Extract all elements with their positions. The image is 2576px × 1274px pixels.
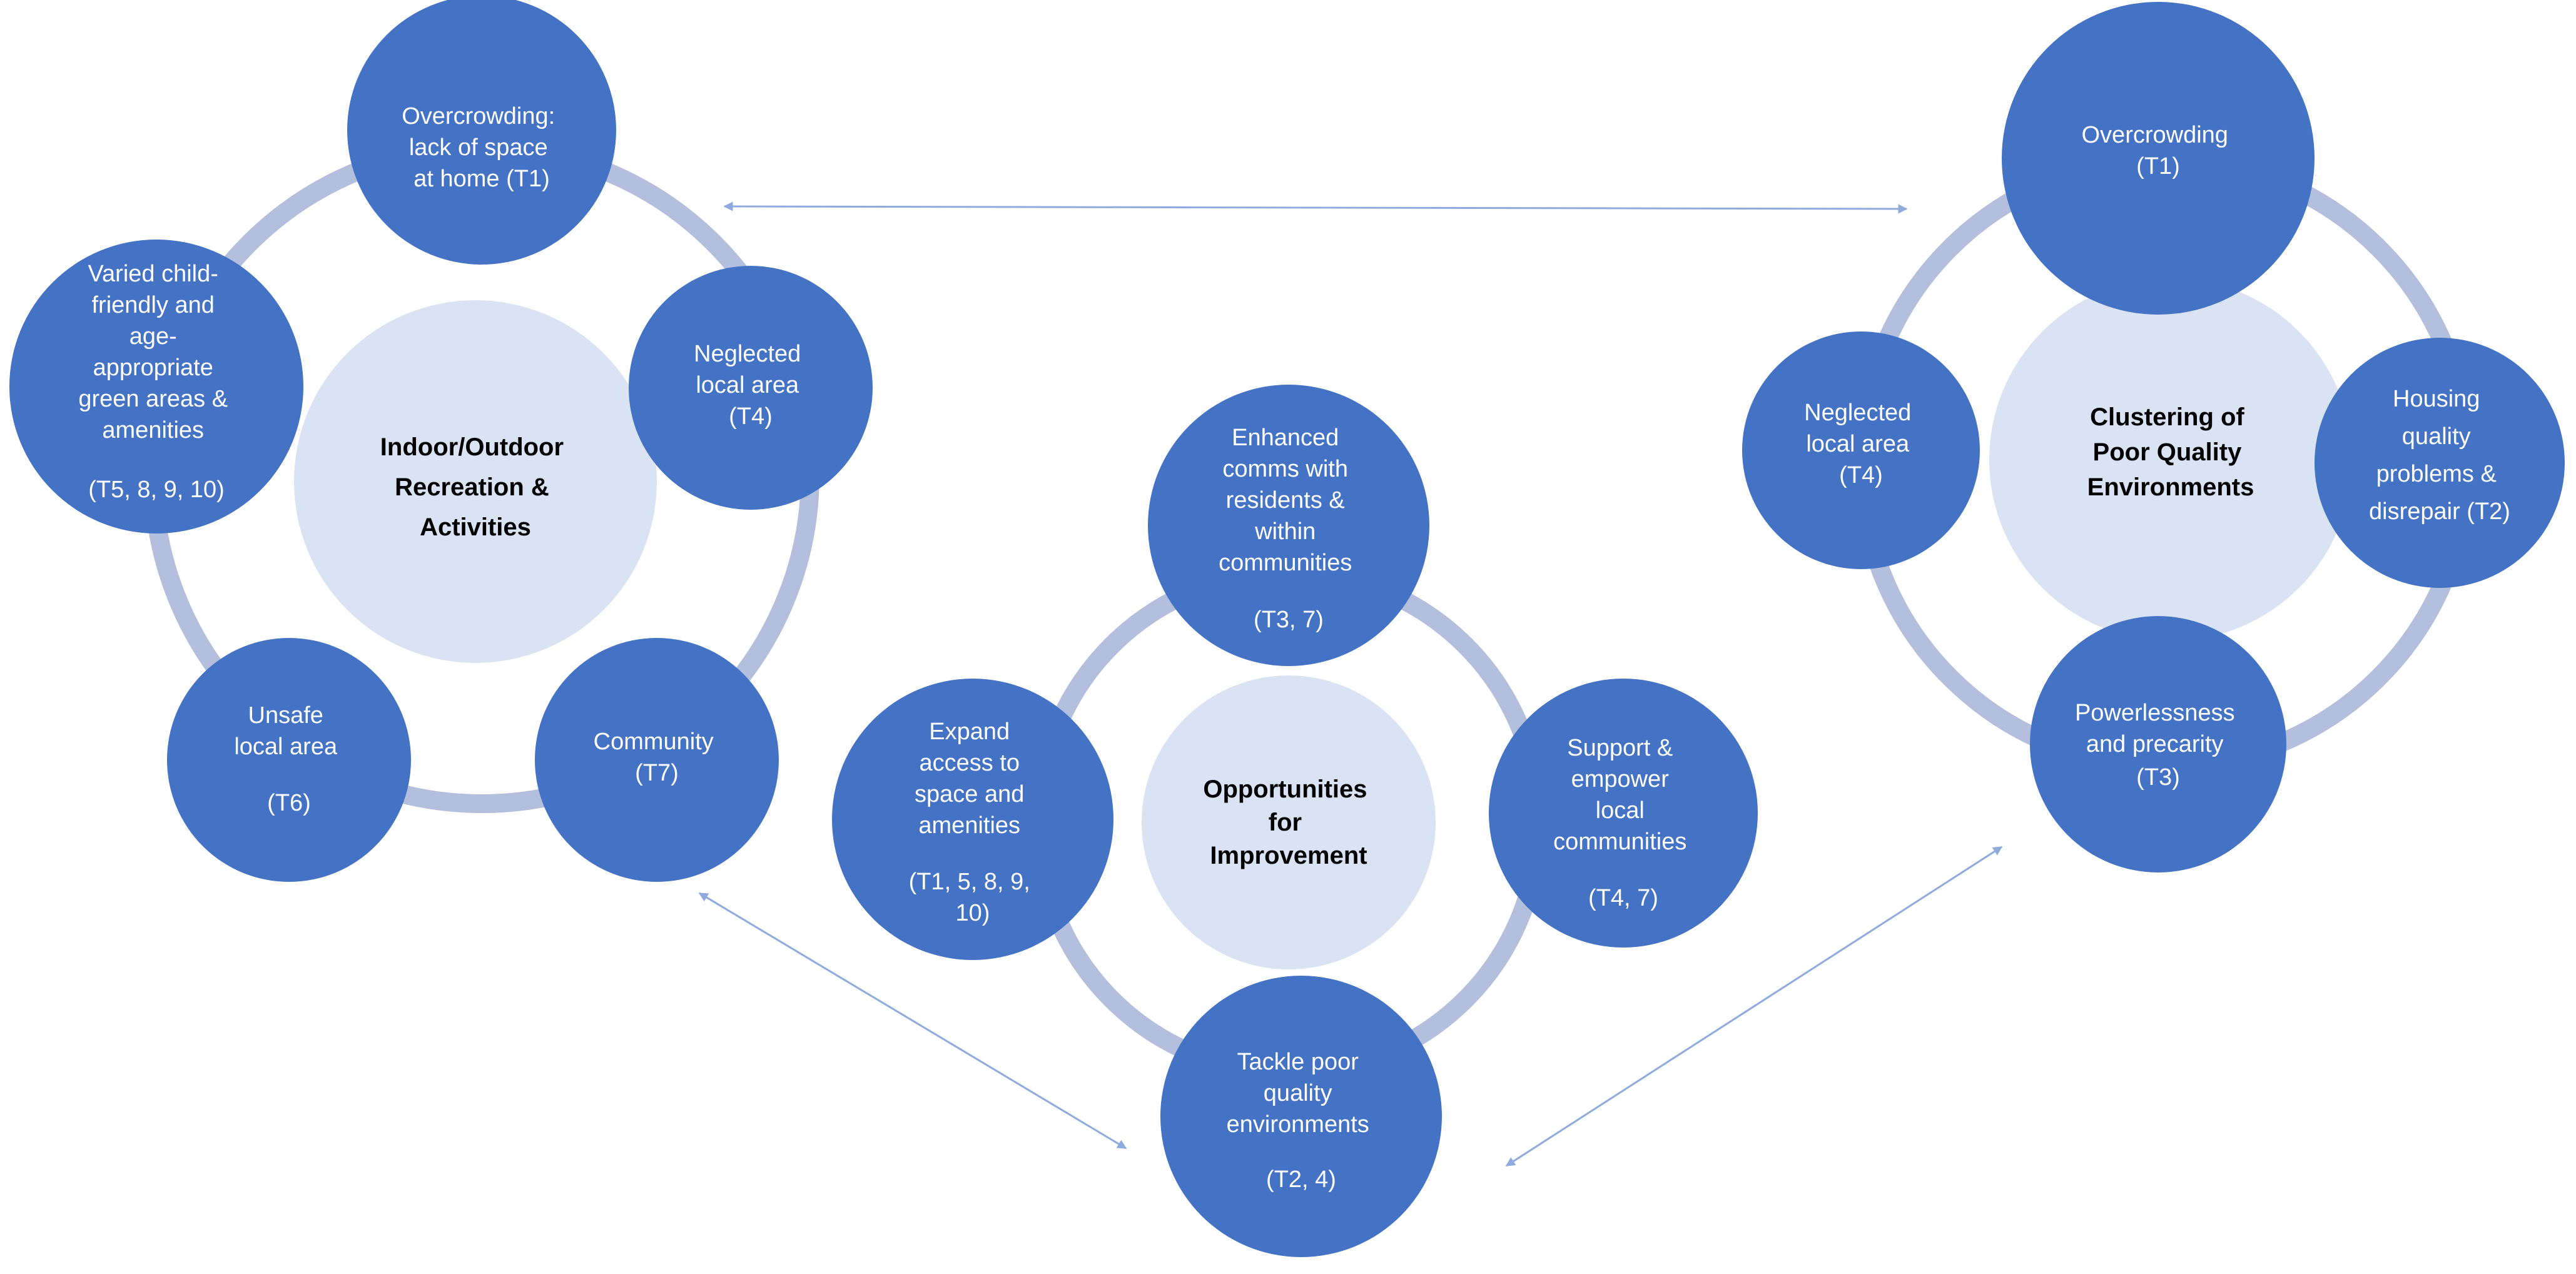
node-label-line: (T4)	[1839, 462, 1883, 488]
node-label-line: problems &	[2376, 461, 2497, 487]
node-enhanced-comms	[1148, 385, 1429, 666]
hub-label-line: Clustering of	[2090, 403, 2244, 431]
node-label-line: (T2, 4)	[1266, 1166, 1336, 1193]
cluster-poor-quality: Clustering of Poor Quality Environments …	[1742, 2, 2565, 872]
node-unsafe-local-area	[167, 638, 411, 882]
node-label-line: Neglected	[1804, 400, 1911, 426]
node-label-line: Tackle poor	[1237, 1049, 1359, 1075]
node-label: Unsafe local area (T6)	[234, 702, 343, 816]
node-support-empower	[1489, 679, 1758, 948]
node-overcrowding	[2002, 2, 2315, 315]
cluster-hub	[294, 300, 657, 663]
node-label-line: space and	[915, 781, 1024, 807]
node-label-line: Expand	[929, 719, 1010, 745]
node-label-line: local area	[1806, 431, 1910, 457]
node-label: Expand access to space and amenities (T1…	[909, 719, 1037, 926]
node-label-line: local area	[234, 734, 338, 760]
node-label-line: communities	[1553, 829, 1686, 855]
hub-label-line: Environments	[2087, 473, 2254, 501]
node-label-line: green areas &	[78, 386, 228, 412]
node-label-line: environments	[1227, 1111, 1369, 1138]
node-tackle-poor-quality	[1160, 976, 1442, 1257]
node-label-line: (T6)	[267, 790, 311, 816]
node-label: Tackle poor quality environments (T2, 4)	[1227, 1049, 1376, 1193]
cluster-recreation: Indoor/Outdoor Recreation & Activities O…	[9, 0, 873, 882]
node-label: Housing quality problems & disrepair (T2…	[2369, 386, 2510, 525]
node-label-line: appropriate	[93, 355, 213, 381]
node-label-line: comms with	[1222, 456, 1348, 482]
node-neglected-local-area	[1742, 331, 1980, 569]
node-label-line: friendly and	[91, 292, 214, 318]
hub-label-line: Improvement	[1210, 842, 1367, 869]
node-label-line: age-	[129, 323, 177, 350]
node-label-line: Overcrowding:	[402, 103, 555, 129]
node-label-line: quality	[2402, 423, 2471, 450]
node-expand-access	[832, 679, 1113, 960]
node-label: Neglected local area (T4)	[694, 341, 808, 430]
node-label-line: (T5, 8, 9, 10)	[88, 477, 225, 503]
node-label-line: (T7)	[635, 760, 679, 786]
node-label-line: 10)	[956, 900, 990, 926]
cluster-hub	[1989, 278, 2352, 641]
node-label-line: Overcrowding	[2082, 122, 2228, 148]
node-label-line: Varied child-	[88, 261, 218, 287]
node-label-line: (T4)	[729, 403, 773, 430]
cluster-improvement: Opportunities for Improvement Enhanced c…	[832, 385, 1758, 1257]
node-label: Overcrowding (T1)	[2082, 122, 2235, 179]
node-label-line: Community	[594, 729, 714, 755]
node-label: Support & empower local communities (T4,…	[1553, 735, 1693, 911]
node-label-line: communities	[1219, 550, 1352, 576]
hub-label-line: Poor Quality	[2093, 438, 2243, 466]
node-label-line: residents &	[1226, 487, 1345, 513]
connector-recreation-poor-quality	[723, 201, 1908, 214]
node-label-line: empower	[1571, 766, 1670, 792]
hub-label-line: Recreation &	[395, 473, 549, 501]
node-green-areas	[9, 240, 303, 533]
hub-label: Indoor/Outdoor Recreation & Activities	[380, 433, 570, 541]
hub-label: Opportunities for Improvement	[1203, 776, 1374, 869]
node-label-line: and precarity	[2086, 731, 2224, 757]
cluster-hub	[1142, 675, 1436, 969]
node-label-line: Unsafe	[248, 702, 323, 729]
node-label-line: local	[1596, 797, 1645, 824]
node-label-line: Support &	[1567, 735, 1673, 761]
node-overcrowding	[347, 0, 616, 265]
connector-recreation-improvement	[698, 892, 1127, 1150]
node-housing-quality	[2315, 338, 2565, 588]
node-label-line: Enhanced	[1232, 425, 1339, 451]
node-label-line: disrepair (T2)	[2369, 498, 2510, 525]
node-label-line: access to	[919, 750, 1020, 776]
node-label-line: (T3)	[2136, 764, 2180, 791]
node-label-line: Neglected	[694, 341, 801, 367]
node-label-line: within	[1254, 518, 1316, 545]
node-label-line: amenities	[102, 417, 204, 443]
node-label: Powerlessness and precarity (T3)	[2075, 700, 2241, 791]
node-neglected-local-area	[629, 266, 873, 510]
connector-improvement-poor-quality	[1505, 846, 2003, 1167]
node-label-line: (T1)	[2136, 153, 2180, 179]
node-label: Neglected local area (T4)	[1804, 400, 1918, 488]
hub-label-line: Activities	[420, 513, 531, 541]
node-label: Enhanced comms with residents & within c…	[1219, 425, 1359, 633]
node-label-line: (T3, 7)	[1254, 607, 1324, 633]
node-label-line: local area	[696, 372, 799, 398]
node-label: Varied child- friendly and age- appropri…	[78, 261, 234, 503]
node-label-line: Housing	[2393, 386, 2480, 412]
node-label-line: Powerlessness	[2075, 700, 2235, 726]
node-label: Community (T7)	[594, 729, 721, 786]
hub-label-line: Indoor/Outdoor	[380, 433, 564, 461]
node-powerlessness	[2030, 616, 2286, 872]
node-label-line: (T1, 5, 8, 9,	[909, 869, 1030, 895]
hub-label: Clustering of Poor Quality Environments	[2087, 403, 2254, 501]
node-label-line: lack of space	[409, 134, 548, 161]
node-community	[535, 638, 779, 882]
node-label-line: amenities	[918, 812, 1020, 839]
node-label-line: at home (T1)	[413, 166, 550, 192]
node-label-line: quality	[1264, 1080, 1332, 1106]
hub-label-line: Opportunities	[1203, 776, 1367, 803]
node-label-line: (T4, 7)	[1588, 885, 1658, 911]
hub-label-line: for	[1269, 809, 1302, 836]
node-label: Overcrowding: lack of space at home (T1)	[402, 103, 562, 192]
